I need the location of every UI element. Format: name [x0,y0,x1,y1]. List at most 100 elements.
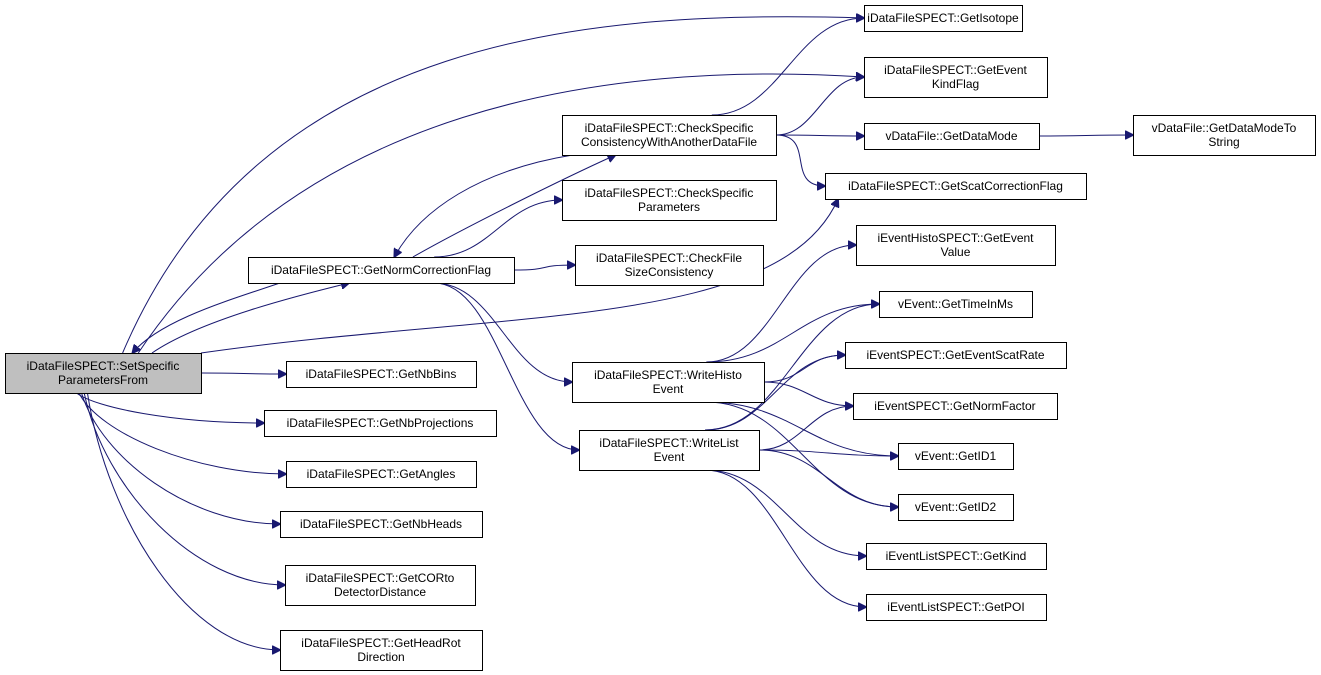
node-getEventScatRate[interactable]: iEventSPECT::GetEventScatRate [845,342,1067,369]
node-label: SizeConsistency [625,265,714,279]
node-box[interactable] [286,361,477,388]
node-label: Event [653,382,684,396]
node-label: ParametersFrom [58,373,148,387]
node-box[interactable] [879,291,1033,318]
node-label: iDataFileSPECT::GetCORto [306,571,455,585]
node-label: iDataFileSPECT::GetNormCorrectionFlag [271,263,491,277]
edge-getNormCorrectionFlag-to-writeListEvent [434,282,579,450]
node-label: vDataFile::GetDataModeTo [1152,121,1297,135]
node-label: vEvent::GetID1 [915,449,997,463]
edge-setSpecific-to-getNbProjections [76,392,264,423]
node-box[interactable] [856,225,1056,266]
node-label: Value [941,245,971,259]
node-getPOI[interactable]: iEventListSPECT::GetPOI [866,594,1047,621]
node-label: iDataFileSPECT::GetAngles [307,467,456,481]
node-box[interactable] [1133,115,1316,156]
node-box[interactable] [264,410,497,437]
node-getScatCorrectionFlag[interactable]: iDataFileSPECT::GetScatCorrectionFlag [825,173,1087,200]
node-getTimeInMs[interactable]: vEvent::GetTimeInMs [879,291,1033,318]
edge-writeListEvent-to-getKind [704,469,866,556]
node-box[interactable] [286,461,477,488]
node-getDataMode[interactable]: vDataFile::GetDataMode [864,123,1040,150]
node-box[interactable] [866,543,1047,570]
node-label: iDataFileSPECT::WriteHisto [594,368,742,382]
node-box[interactable] [864,123,1040,150]
edge-checkConsistency-to-getDataMode [775,135,864,136]
node-label: DetectorDistance [334,585,426,599]
node-box[interactable] [5,353,202,394]
node-box[interactable] [579,430,760,471]
node-label: String [1208,135,1239,149]
node-getID2[interactable]: vEvent::GetID2 [898,494,1014,521]
node-box[interactable] [853,393,1058,420]
node-box[interactable] [562,180,777,221]
edge-writeHistoEvent-to-getID1 [706,401,898,456]
node-label: Parameters [638,200,700,214]
node-box[interactable] [562,115,777,156]
node-box[interactable] [866,594,1047,621]
node-label: iDataFileSPECT::SetSpecific [27,359,180,373]
node-label: iDataFileSPECT::GetNbProjections [287,416,474,430]
node-label: iDataFileSPECT::GetScatCorrectionFlag [848,179,1063,193]
node-label: vDataFile::GetDataMode [885,129,1017,143]
edge-setSpecific-to-getNormCorrectionFlag [151,283,349,354]
node-box[interactable] [864,5,1023,32]
edge-getNormCorrectionFlag-to-checkConsistency [412,155,616,258]
node-label: Direction [357,650,404,664]
edge-writeListEvent-to-getID2 [758,449,898,507]
node-box[interactable] [285,565,476,606]
node-box[interactable] [864,57,1048,98]
edge-getNormCorrectionFlag-to-setSpecific [132,282,281,353]
node-label: iDataFileSPECT::GetHeadRot [301,636,461,650]
edge-getNormCorrectionFlag-to-checkSpecificParams [434,200,562,258]
node-box[interactable] [572,362,765,403]
node-box[interactable] [575,245,764,286]
node-checkConsistency[interactable]: iDataFileSPECT::CheckSpecificConsistency… [562,115,777,156]
edge-getNormCorrectionFlag-to-writeHistoEvent [434,282,572,382]
node-box[interactable] [898,443,1014,470]
node-label: iEventHistoSPECT::GetEvent [877,231,1034,245]
node-box[interactable] [280,630,483,671]
node-getAngles[interactable]: iDataFileSPECT::GetAngles [286,461,477,488]
edge-setSpecific-to-getEventKindFlag [137,74,864,354]
node-box[interactable] [845,342,1067,369]
node-getIsotope[interactable]: iDataFileSPECT::GetIsotope [864,5,1023,32]
node-label: iDataFileSPECT::CheckSpecific [585,186,754,200]
node-box[interactable] [898,494,1014,521]
edge-writeListEvent-to-getEventScatRate [704,355,845,431]
node-label: iDataFileSPECT::GetIsotope [867,11,1019,25]
node-getNormFactor[interactable]: iEventSPECT::GetNormFactor [853,393,1058,420]
node-getNbHeads[interactable]: iDataFileSPECT::GetNbHeads [280,511,483,538]
node-label: iDataFileSPECT::CheckFile [596,251,742,265]
node-getID1[interactable]: vEvent::GetID1 [898,443,1014,470]
edge-getNormCorrectionFlag-to-checkFileSize [513,265,575,271]
edge-writeHistoEvent-to-getNormFactor [763,381,853,406]
node-getNbProjections[interactable]: iDataFileSPECT::GetNbProjections [264,410,497,437]
node-box[interactable] [248,257,515,284]
edge-writeListEvent-to-getID1 [758,449,898,456]
node-box[interactable] [825,173,1087,200]
edge-setSpecific-to-getHeadRotDirection [86,392,280,650]
node-label: iEventSPECT::GetEventScatRate [866,348,1044,362]
edge-setSpecific-to-getNbHeads [81,392,281,524]
node-label: ConsistencyWithAnotherDataFile [581,135,757,149]
edge-writeHistoEvent-to-getTimeInMs [706,304,879,363]
node-setSpecific[interactable]: iDataFileSPECT::SetSpecificParametersFro… [5,353,202,394]
node-box[interactable] [280,511,483,538]
node-label: KindFlag [932,77,979,91]
edge-setSpecific-to-getScatCorrectionFlag [200,199,838,354]
node-getNbBins[interactable]: iDataFileSPECT::GetNbBins [286,361,477,388]
edge-writeHistoEvent-to-getEventScatRate [763,355,845,383]
node-getKind[interactable]: iEventListSPECT::GetKind [866,543,1047,570]
node-getNormCorrectionFlag[interactable]: iDataFileSPECT::GetNormCorrectionFlag [248,257,515,284]
